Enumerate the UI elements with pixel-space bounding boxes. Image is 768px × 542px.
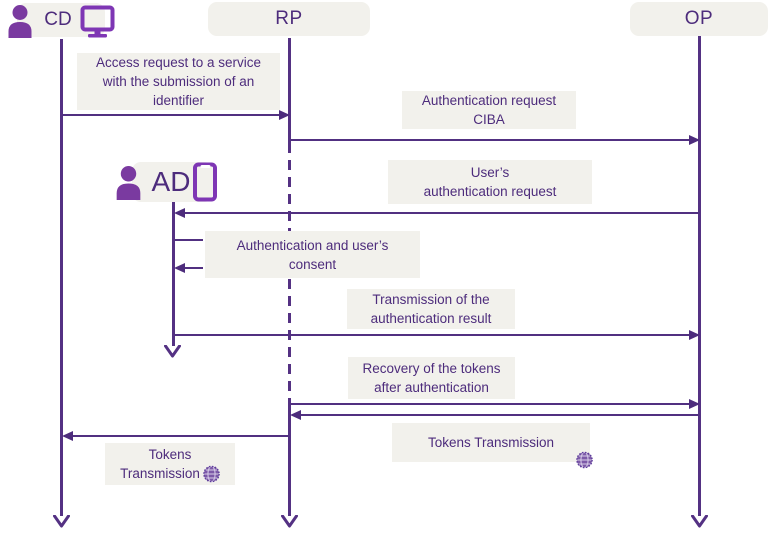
- label-line: User’s: [470, 165, 510, 180]
- label-line: Authentication and user’s: [236, 237, 389, 253]
- label-ciba-request: Authentication request CIBA: [402, 91, 576, 129]
- label-access-request: Access request to a service with the sub…: [77, 53, 280, 110]
- label-line: after authentication: [374, 380, 489, 395]
- msg-access-request-line: [62, 114, 279, 116]
- op-lifeline: [698, 36, 701, 516]
- actor-rp-label: RP: [275, 8, 303, 29]
- actor-op-box: OP: [630, 2, 768, 36]
- msg-tokens-arrowhead: [62, 431, 73, 441]
- label-tokens-transmission-op: Tokens Transmission: [392, 423, 593, 469]
- label-line: CIBA: [473, 112, 505, 127]
- msg-auth-result-line: [174, 334, 689, 336]
- label-line: authentication result: [370, 311, 492, 326]
- label-auth-result: Transmission of the authentication resul…: [347, 289, 515, 329]
- msg-tokens-line: [73, 435, 290, 437]
- msg-ciba-line: [290, 139, 689, 141]
- label-line: Authentication request: [421, 93, 557, 108]
- monitor-icon: [80, 5, 115, 38]
- msg-recovery-line: [290, 403, 689, 405]
- msg-user-auth-arrowhead: [174, 208, 185, 218]
- label-tokens-transmission-cd: Tokens Transmission: [105, 443, 235, 485]
- label-line: consent: [288, 256, 337, 272]
- globe-icon: [203, 465, 220, 482]
- msg-consent-return-line: [185, 267, 203, 269]
- label-line: Transmission of the: [372, 292, 490, 307]
- label-line: Access request to a service: [95, 55, 262, 70]
- cd-lifeline: [60, 39, 63, 516]
- cd-lifeline-end-arrow-icon: [53, 515, 70, 528]
- label-line: with the submission of an: [102, 74, 255, 89]
- rp-lifeline-bottom: [288, 404, 291, 516]
- msg-recovery-response-arrowhead: [290, 410, 301, 420]
- smartphone-icon: [193, 162, 217, 202]
- rp-lifeline-top: [288, 38, 291, 143]
- ad-lifeline-end-arrow-icon: [164, 345, 181, 358]
- actor-ad-label: AD: [151, 166, 191, 197]
- msg-auth-result-arrowhead: [689, 330, 700, 340]
- ad-lifeline: [172, 202, 175, 346]
- msg-recovery-arrowhead: [689, 399, 700, 409]
- label-user-auth-request: User’s authentication request: [388, 160, 592, 204]
- actor-ad-box: [132, 162, 213, 202]
- actor-rp-box: RP: [208, 2, 370, 36]
- rp-lifeline-end-arrow-icon: [281, 515, 298, 528]
- actor-op-label: OP: [684, 8, 714, 29]
- msg-ciba-arrowhead: [689, 135, 700, 145]
- person-icon: [8, 5, 32, 38]
- label-line: authentication request: [423, 184, 557, 199]
- msg-access-request-arrowhead: [279, 110, 290, 120]
- msg-user-auth-line: [185, 212, 700, 214]
- label-line: identifier: [152, 93, 205, 108]
- actor-cd-label: CD: [44, 9, 72, 30]
- label-line: Transmission: [120, 466, 200, 481]
- msg-recovery-response-line: [301, 414, 700, 416]
- msg-consent-out-line: [174, 239, 203, 241]
- person-icon: [116, 166, 141, 200]
- label-line: Recovery of the tokens: [362, 361, 501, 376]
- globe-icon: [576, 451, 593, 469]
- op-lifeline-end-arrow-icon: [691, 515, 708, 528]
- msg-consent-arrowhead: [174, 263, 185, 273]
- label-token-recovery: Recovery of the tokens after authenticat…: [348, 357, 515, 399]
- label-line: Tokens: [148, 447, 192, 462]
- label-line: Tokens Transmission: [427, 435, 555, 450]
- label-user-consent: Authentication and user’s consent: [205, 231, 420, 278]
